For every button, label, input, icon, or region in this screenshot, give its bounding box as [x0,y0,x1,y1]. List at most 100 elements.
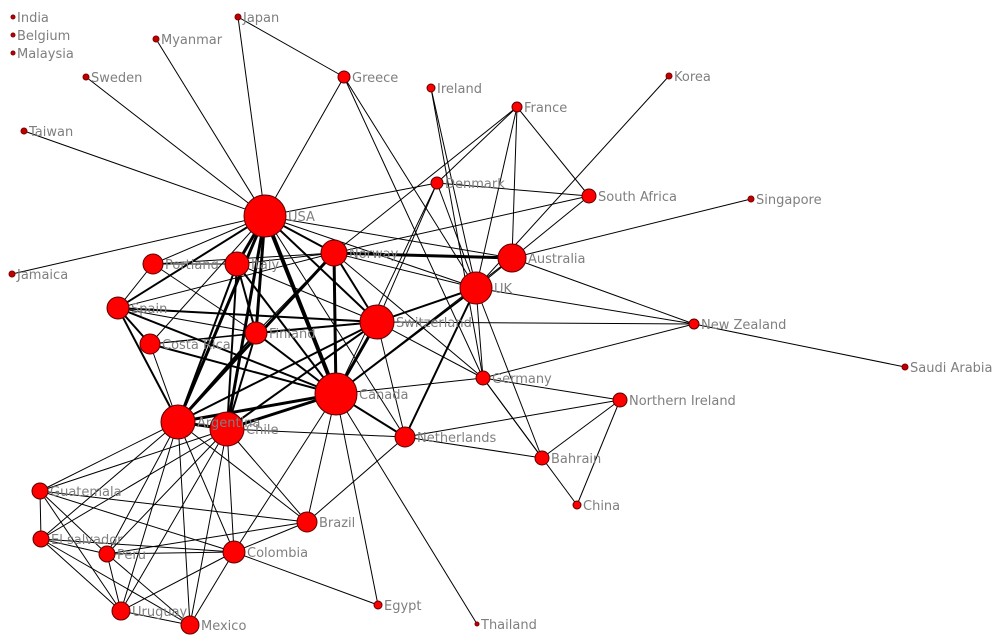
node-greece[interactable] [337,70,351,84]
node-chile[interactable] [209,411,245,447]
edge-usa-sweden [85,76,266,217]
edge-guatemala-peru [39,490,108,555]
node-colombia[interactable] [222,540,246,564]
node-thailand[interactable] [474,621,480,627]
edge-chile-brazil [226,428,308,523]
edge-usa-costa-rica [149,215,266,345]
edge-argentina-peru [106,421,179,555]
node-label-mexico: Mexico [201,619,246,634]
node-taiwan[interactable] [20,127,28,135]
node-denmark[interactable] [430,176,444,190]
node-label-usa: USA [288,210,315,225]
edge-canada-spain [117,307,337,395]
edge-france-south-africa [516,106,590,197]
node-label-belgium: Belgium [17,29,70,44]
edge-brazil-netherlands [306,436,406,523]
node-singapore[interactable] [747,195,755,203]
edge-usa-jamaica [11,215,266,275]
edge-australia-new-zealand [511,257,695,325]
node-label-thailand: Thailand [480,618,537,633]
node-label-norway: Norway [349,247,399,262]
node-label-denmark: Denmark [445,177,505,192]
node-south-africa[interactable] [581,188,597,204]
edge-switzerland-netherlands [376,321,406,438]
node-australia[interactable] [497,243,527,273]
edge-france-australia [511,106,518,259]
node-finland[interactable] [244,321,268,345]
node-label-uk: UK [494,282,513,297]
node-egypt[interactable] [373,600,383,610]
node-india[interactable] [10,14,16,20]
node-label-egypt: Egypt [384,599,422,614]
node-label-sweden: Sweden [91,71,142,86]
node-canada[interactable] [314,372,358,416]
edge-japan-greece [237,16,345,78]
node-netherlands[interactable] [394,426,416,448]
node-portland[interactable] [142,253,164,275]
edge-germany-canada [335,377,484,395]
node-italy[interactable] [224,251,250,277]
edge-switzerland-argentina [177,321,378,423]
node-uk[interactable] [459,271,493,305]
edge-colombia-egypt [233,551,379,606]
node-northern-ireland[interactable] [612,392,628,408]
edge-france-norway [333,106,518,254]
node-label-italy: Italy [251,258,280,273]
node-label-south-africa: South Africa [598,190,677,205]
node-germany[interactable] [475,370,491,386]
node-belgium[interactable] [10,32,16,38]
node-label-myanmar: Myanmar [161,33,223,48]
node-japan[interactable] [234,13,242,21]
node-label-finland: Finland [269,327,315,342]
node-bahrain[interactable] [534,450,550,466]
node-uruguay[interactable] [111,601,131,621]
node-costa-rica[interactable] [139,333,161,355]
node-peru[interactable] [98,545,116,563]
edge-portland-finland [152,263,257,334]
node-label-saudi-arabia: Saudi Arabia [910,361,993,376]
node-label-singapore: Singapore [756,193,822,208]
edge-usa-myanmar [155,38,266,217]
node-label-taiwan: Taiwan [28,125,73,140]
edge-finland-argentina [177,332,257,423]
node-china[interactable] [572,500,582,510]
edge-canada-egypt [335,393,379,606]
node-argentina[interactable] [160,404,196,440]
edge-ireland-uk [430,87,477,289]
node-sweden[interactable] [82,73,90,81]
node-switzerland[interactable] [359,304,395,340]
node-usa[interactable] [243,194,287,238]
node-malaysia[interactable] [10,50,16,56]
node-korea[interactable] [665,72,673,80]
node-label-peru: Peru [117,548,146,563]
nodes-layer [8,13,909,635]
node-brazil[interactable] [296,511,318,533]
edge-norway-uk [333,252,477,289]
node-ireland[interactable] [426,83,436,93]
edge-northern-ireland-netherlands [404,399,621,438]
edge-uk-bahrain [475,287,543,459]
node-saudi-arabia[interactable] [901,363,909,371]
node-norway[interactable] [320,239,348,267]
node-el-salvador[interactable] [32,530,50,548]
edge-denmark-uk [436,182,477,289]
node-new-zealand[interactable] [688,318,700,330]
node-spain[interactable] [106,296,130,320]
node-label-new-zealand: New Zealand [701,318,786,333]
edge-germany-northern-ireland [482,377,621,401]
edge-guatemala-brazil [39,490,308,523]
node-jamaica[interactable] [8,270,16,278]
node-france[interactable] [511,101,523,113]
edge-chile-guatemala [39,428,228,492]
edge-canada-italy [236,263,337,395]
node-guatemala[interactable] [31,482,49,500]
node-mexico[interactable] [180,615,200,635]
edge-new-zealand-germany [482,323,695,379]
edge-spain-argentina [117,307,179,423]
edge-argentina-guatemala [39,421,179,492]
edge-spain-switzerland [117,307,378,323]
edge-uk-new-zealand [475,287,695,325]
node-myanmar[interactable] [152,35,160,43]
